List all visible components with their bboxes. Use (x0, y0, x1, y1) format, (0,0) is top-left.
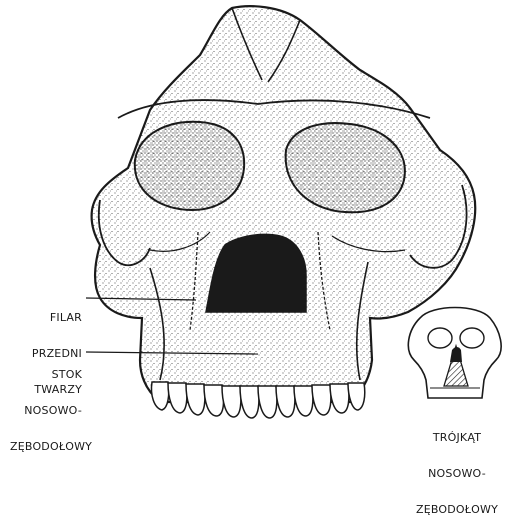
label-triangle-line3: ZĘBODOŁOWY (412, 504, 502, 516)
label-slope-line3: ZĘBODOŁOWY (10, 441, 82, 453)
label-slope-line2: NOSOWO- (10, 405, 82, 417)
inset-left-orbit (428, 328, 452, 348)
label-pillar-line1: FILAR (20, 312, 82, 324)
left-orbit (135, 122, 244, 210)
label-slope-line1: STOK (10, 369, 82, 381)
label-triangle-line2: NOSOWO- (412, 468, 502, 480)
label-triangle-line1: TRÓJKĄT (412, 432, 502, 444)
label-triangle: TRÓJKĄT NOSOWO- ZĘBODOŁOWY (412, 408, 502, 528)
teeth-row (151, 382, 364, 418)
label-slope: STOK NOSOWO- ZĘBODOŁOWY (10, 345, 82, 465)
inset-right-orbit (460, 328, 484, 348)
inset-skull (408, 308, 501, 399)
